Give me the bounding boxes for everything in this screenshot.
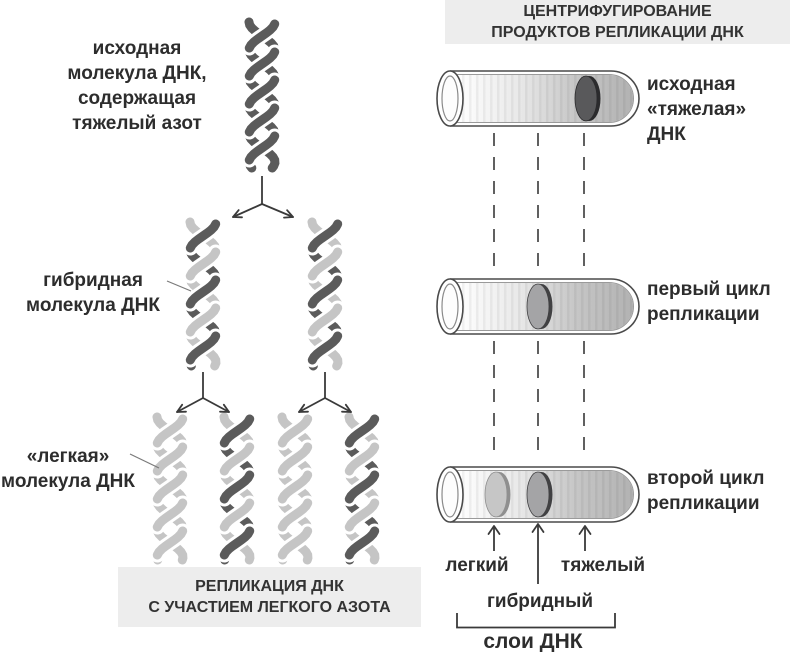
label-band-heavy: тяжелый xyxy=(560,555,646,576)
label-light-dna: «легкая» молекула ДНК xyxy=(1,446,135,492)
header-centrifugation: ЦЕНТРИФУГИРОВАНИЕ ПРОДУКТОВ РЕПЛИКАЦИИ Д… xyxy=(445,0,790,44)
label-band-light: легкий xyxy=(445,555,509,576)
tube-cycle2 xyxy=(436,466,640,523)
arrow-light-band xyxy=(487,525,501,551)
helix-hybrid-gen2-1 xyxy=(216,411,258,565)
arrow-hybrid-band xyxy=(531,523,545,584)
helix-hybrid-gen2-2 xyxy=(341,411,383,565)
split-arrow-2a xyxy=(176,372,230,413)
helix-original xyxy=(241,16,283,173)
tube-cycle1 xyxy=(436,278,640,335)
label-hybrid-dna: гибридная молекула ДНК xyxy=(26,270,160,316)
label-original-dna: исходная молекула ДНК, содержащая тяжелы… xyxy=(67,38,207,134)
label-dna-layers: слои ДНК xyxy=(483,630,583,652)
split-arrow-1 xyxy=(232,176,294,219)
leader-lines xyxy=(129,280,192,469)
tube-original xyxy=(436,70,640,127)
label-tube-cycle1: первый цикл репликации xyxy=(647,279,771,325)
layers-bracket xyxy=(456,613,616,629)
helix-hybrid-right xyxy=(304,216,346,371)
label-tube-cycle2: второй цикл репликации xyxy=(647,468,765,514)
helix-light-2 xyxy=(274,411,316,565)
helix-light-1 xyxy=(149,411,191,565)
label-tube-original: исходная «тяжелая» ДНК xyxy=(647,74,747,145)
band-alignment-dashes xyxy=(493,133,585,458)
caption-replication: РЕПЛИКАЦИЯ ДНК С УЧАСТИЕМ ЛЕГКОГО АЗОТА xyxy=(118,567,421,627)
split-arrow-2b xyxy=(298,372,352,413)
arrow-heavy-band xyxy=(578,525,592,551)
label-band-hybrid: гибридный xyxy=(486,591,594,612)
helix-hybrid-left xyxy=(182,216,224,371)
